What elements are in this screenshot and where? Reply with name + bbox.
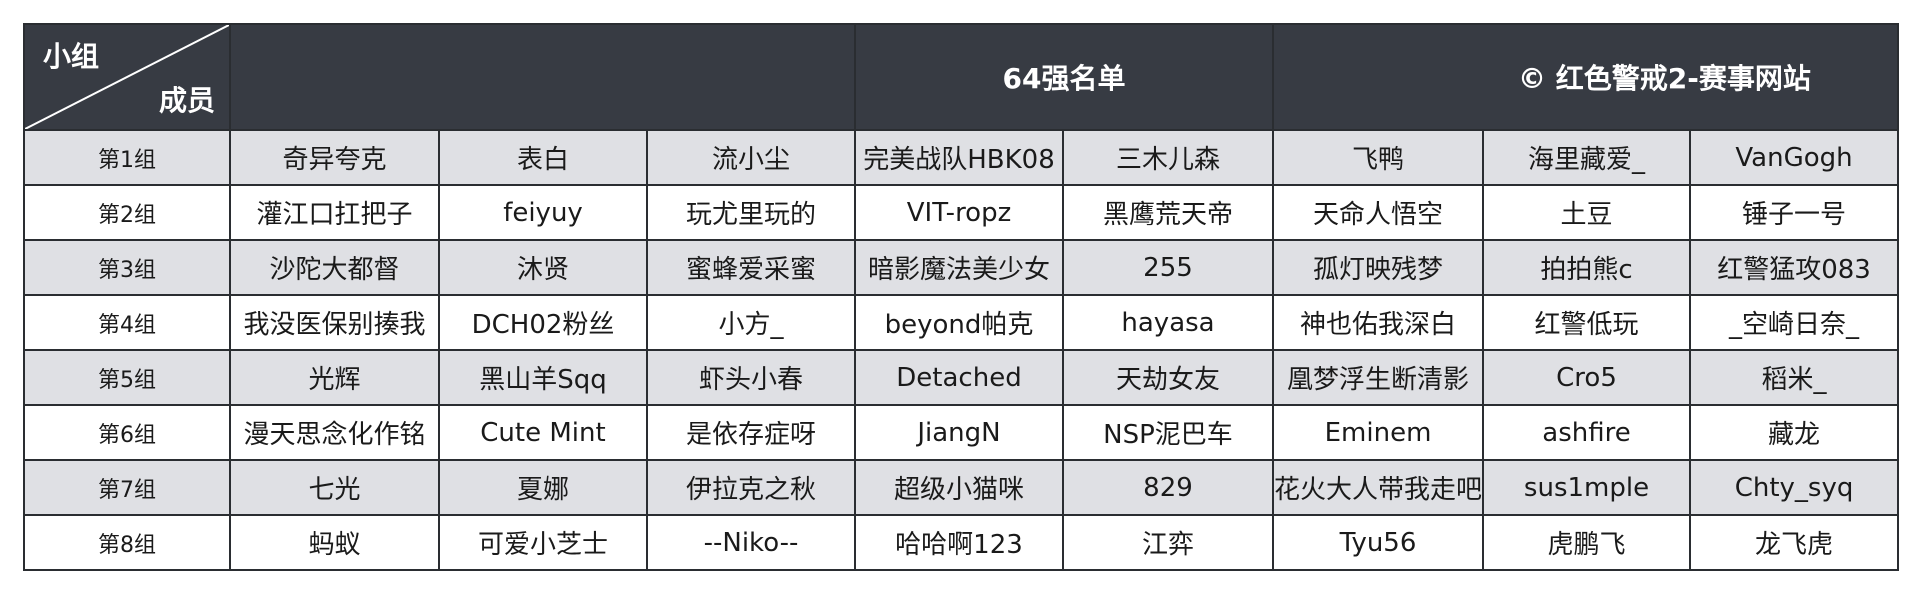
member-cell: 龙飞虎: [1689, 514, 1900, 571]
member-cell: 漫天思念化作铭: [229, 404, 440, 461]
member-cell: 黑山羊Sqq: [438, 349, 648, 406]
member-cell: 蜜蜂爱采蜜: [646, 239, 856, 296]
group-label: 第7组: [23, 459, 231, 516]
member-cell: 表白: [438, 129, 648, 186]
member-cell: 255: [1062, 239, 1274, 296]
member-cell: 稻米_: [1689, 349, 1900, 406]
diagonal-divider: [26, 26, 228, 128]
member-cell: 完美战队HBK08: [854, 129, 1064, 186]
member-cell: 虾头小春: [646, 349, 856, 406]
member-cell: 沙陀大都督: [229, 239, 440, 296]
member-cell: 虎鹏飞: [1482, 514, 1692, 571]
member-cell: 我没医保别揍我: [229, 294, 440, 351]
member-cell: 凰梦浮生断清影: [1271, 349, 1485, 406]
member-cell: 暗影魔法美少女: [854, 239, 1064, 296]
member-cell: 孤灯映残梦: [1271, 239, 1485, 296]
member-cell: 神也佑我深白: [1271, 294, 1485, 351]
member-cell: 夏娜: [438, 459, 648, 516]
group-label: 第2组: [23, 184, 231, 241]
member-cell: --Niko--: [646, 514, 856, 571]
member-cell: VIT-ropz: [854, 184, 1064, 241]
group-label: 第5组: [23, 349, 231, 406]
member-cell: 超级小猫咪: [854, 459, 1064, 516]
member-cell: 蚂蚁: [229, 514, 440, 571]
member-cell: Tyu56: [1271, 514, 1485, 571]
copyright-text: © 红色警戒2-赛事网站: [1271, 23, 1900, 131]
group-axis-label: 小组: [43, 40, 100, 73]
member-cell: 天劫女友: [1062, 349, 1274, 406]
member-cell: 沐贤: [438, 239, 648, 296]
member-cell: 海里藏爱_: [1482, 129, 1692, 186]
member-cell: Detached: [854, 349, 1064, 406]
member-cell: 花火大人带我走吧: [1271, 459, 1485, 516]
member-cell: 玩尤里玩的: [646, 184, 856, 241]
member-cell: 土豆: [1482, 184, 1692, 241]
member-cell: 哈哈啊123: [854, 514, 1064, 571]
corner-cell: 小组 成员: [23, 23, 231, 131]
member-cell: 锤子一号: [1689, 184, 1900, 241]
member-cell: 奇异夸克: [229, 129, 440, 186]
member-cell: beyond帕克: [854, 294, 1064, 351]
member-cell: 藏龙: [1689, 404, 1900, 461]
member-axis-label: 成员: [158, 84, 215, 117]
group-label: 第1组: [23, 129, 231, 186]
member-cell: 黑鹰荒天帝: [1062, 184, 1274, 241]
member-cell: 红警猛攻083: [1689, 239, 1900, 296]
member-cell: hayasa: [1062, 294, 1274, 351]
member-cell: 飞鸭: [1271, 129, 1485, 186]
member-cell: Chty_syq: [1689, 459, 1900, 516]
member-cell: 是依存症呀: [646, 404, 856, 461]
member-cell: 拍拍熊c: [1482, 239, 1692, 296]
member-cell: 光辉: [229, 349, 440, 406]
member-cell: 可爱小芝士: [438, 514, 648, 571]
member-cell: 江弈: [1062, 514, 1274, 571]
group-label: 第8组: [23, 514, 231, 571]
member-cell: DCH02粉丝: [438, 294, 648, 351]
header-blank: [229, 23, 856, 131]
member-cell: VanGogh: [1689, 129, 1900, 186]
member-cell: feiyuy: [438, 184, 648, 241]
member-cell: NSP泥巴车: [1062, 404, 1274, 461]
member-cell: 灌江口扛把子: [229, 184, 440, 241]
member-cell: 829: [1062, 459, 1274, 516]
member-cell: 三木儿森: [1062, 129, 1274, 186]
member-cell: Cro5: [1482, 349, 1692, 406]
group-label: 第6组: [23, 404, 231, 461]
member-cell: 七光: [229, 459, 440, 516]
member-cell: 天命人悟空: [1271, 184, 1485, 241]
header-row: 小组 成员 64强名单 © 红色警戒2-赛事网站: [23, 23, 1900, 131]
member-cell: 流小尘: [646, 129, 856, 186]
group-label: 第3组: [23, 239, 231, 296]
group-roster-table: 小组 成员 64强名单 © 红色警戒2-赛事网站 第1组奇异夸克表白流小尘完美战…: [23, 23, 1900, 571]
member-cell: sus1mple: [1482, 459, 1692, 516]
member-cell: Eminem: [1271, 404, 1485, 461]
member-cell: Cute Mint: [438, 404, 648, 461]
member-cell: ashfire: [1482, 404, 1692, 461]
member-cell: _空崎日奈_: [1689, 294, 1900, 351]
member-cell: 小方_: [646, 294, 856, 351]
member-cell: JiangN: [854, 404, 1064, 461]
member-cell: 伊拉克之秋: [646, 459, 856, 516]
page-title: 64强名单: [854, 23, 1274, 131]
group-label: 第4组: [23, 294, 231, 351]
member-cell: 红警低玩: [1482, 294, 1692, 351]
